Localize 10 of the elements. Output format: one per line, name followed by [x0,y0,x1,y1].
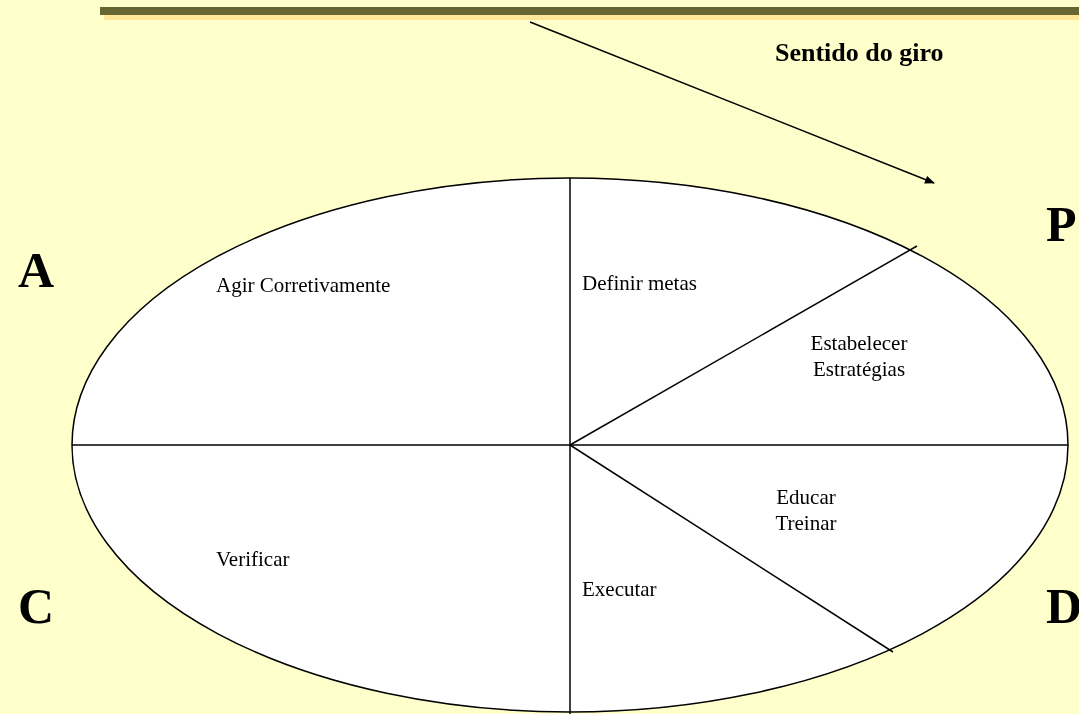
sector-label: Executar [582,576,657,602]
sector-label: Verificar [216,546,290,572]
sector-label: Estabelecer Estratégias [809,330,909,382]
phase-letter: C [18,578,55,634]
sector-label: Agir Corretivamente [216,272,392,298]
sector-label: Educar Treinar [774,484,838,536]
sector-label: Definir metas [582,270,697,296]
rotation-direction-label: Sentido do giro [775,40,944,66]
phase-letter: A [18,242,55,298]
phase-letter: P [1046,196,1077,252]
